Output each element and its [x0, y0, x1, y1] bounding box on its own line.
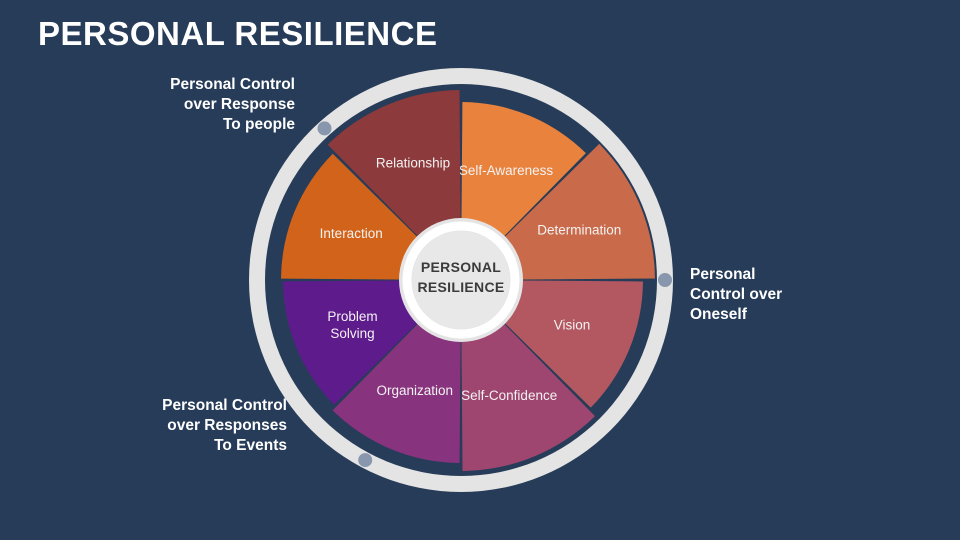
callout-line: Control over — [690, 285, 783, 303]
callout-line: To people — [222, 115, 295, 133]
callout-line: Personal Control — [162, 397, 287, 414]
hub-fill — [412, 231, 510, 329]
callout-line: Oneself — [690, 305, 747, 323]
callout-line: over Response — [183, 95, 295, 113]
wheel-segment-label: Self-Awareness — [459, 163, 554, 178]
callout-connector-dot — [658, 273, 672, 287]
wheel-segment-label: Self-Confidence — [461, 388, 557, 403]
callout-connector-dot — [317, 121, 332, 136]
wheel-segment-label: Interaction — [320, 226, 383, 241]
callout-connector-dot — [358, 453, 373, 468]
callout-line: over Responses — [167, 416, 287, 434]
wheel-segment-label: Organization — [377, 383, 454, 398]
hub-white-ring — [402, 221, 520, 339]
callout-personal-control-over-response-to-people: Personal Control over Response To people — [95, 75, 295, 134]
wheel-hub: PERSONAL RESILIENCE — [399, 218, 523, 342]
callout-line: Personal Control — [170, 76, 295, 93]
connector-dots — [317, 121, 672, 468]
wheel-segment-label: Relationship — [376, 156, 450, 171]
wheel-segment-label: Determination — [537, 223, 621, 238]
hub-label-line2: RESILIENCE — [417, 279, 504, 295]
wheel-segment-label: Vision — [554, 318, 591, 333]
callout-personal-control-over-responses-to-events: Personal Control over Responses To Event… — [80, 396, 287, 455]
callout-line: To Events — [214, 436, 287, 454]
callout-personal-control-over-oneself: Personal Control over Oneself — [690, 265, 820, 324]
callout-line: Personal — [690, 266, 756, 283]
hub-label-line1: PERSONAL — [421, 259, 501, 275]
page-title: PERSONAL RESILIENCE — [38, 15, 438, 52]
